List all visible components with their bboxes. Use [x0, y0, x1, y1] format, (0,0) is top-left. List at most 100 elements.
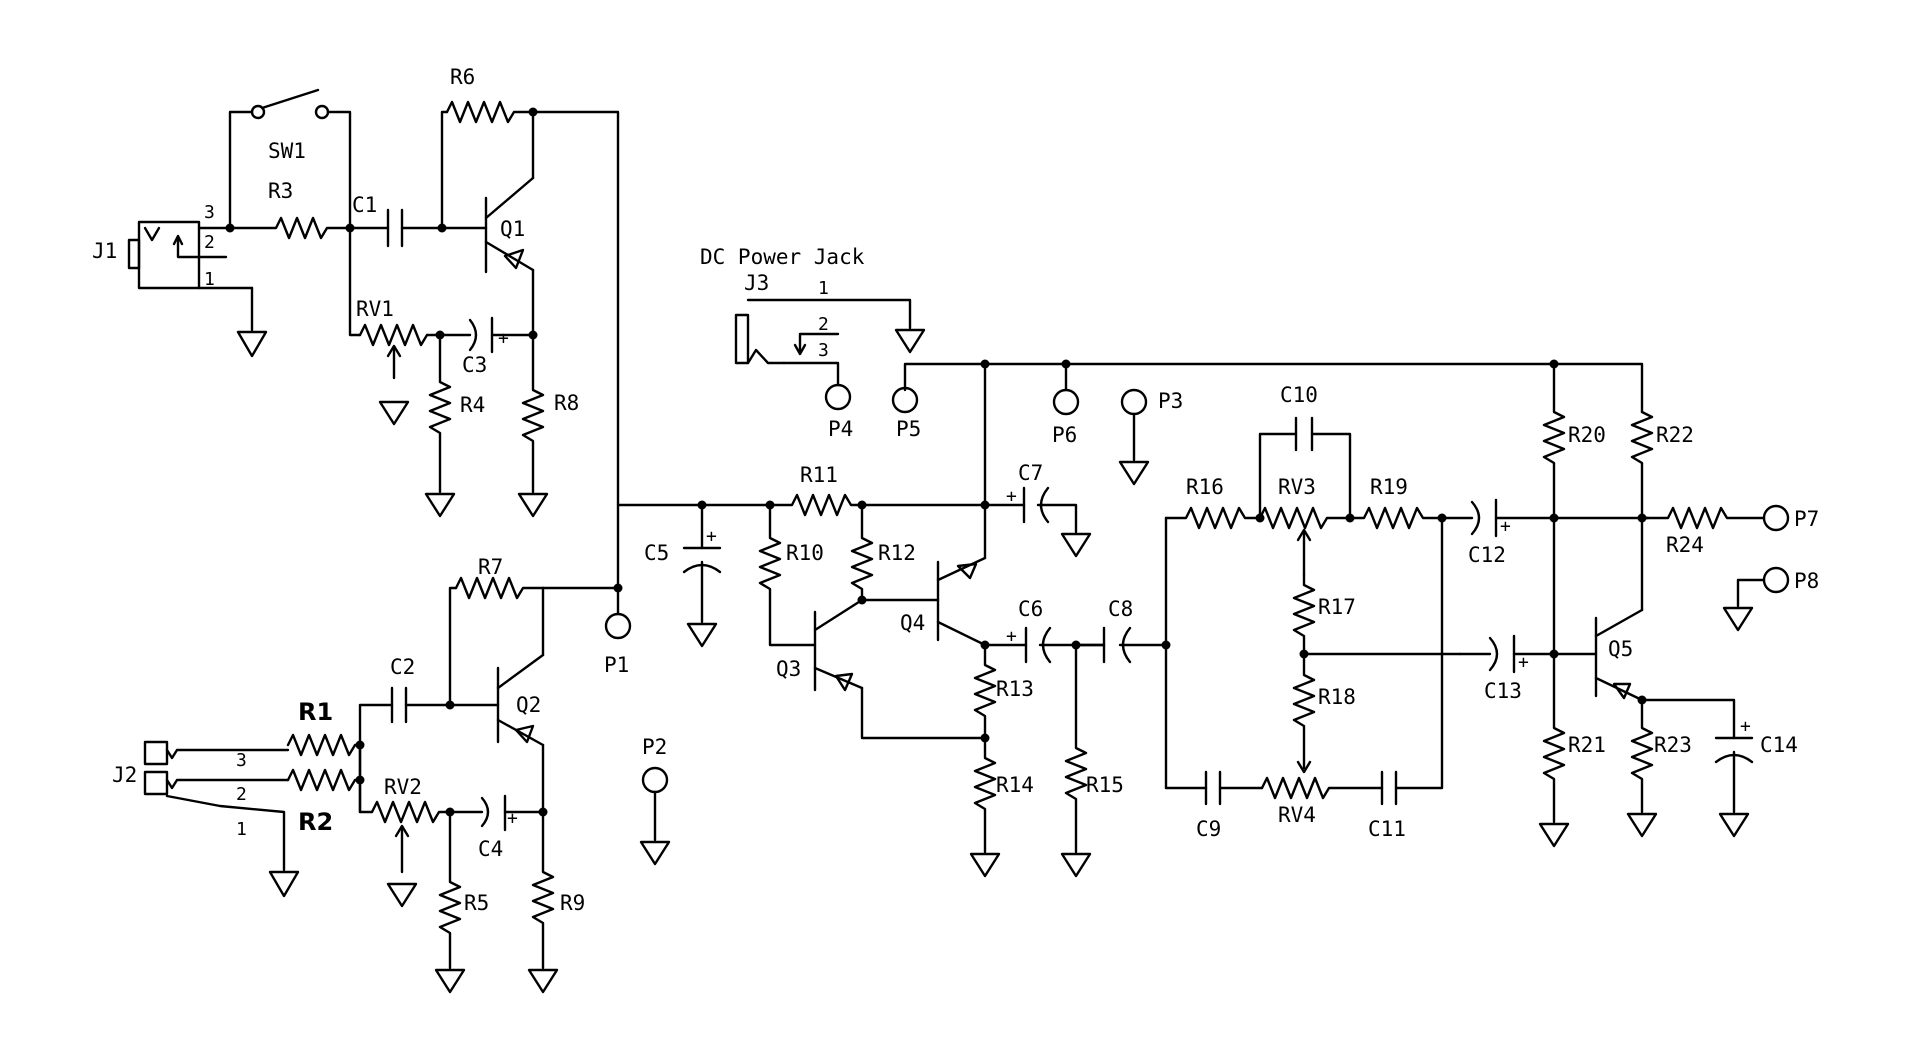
potentiometer-rv2 — [358, 743, 452, 908]
label-r5: R5 — [464, 891, 489, 915]
potentiometer-rv4 — [1260, 776, 1384, 800]
junction-dot — [1549, 359, 1559, 369]
ground-r14 — [969, 852, 1001, 878]
jack-j1 — [127, 220, 268, 358]
junction-dot — [980, 500, 990, 510]
ground-r4 — [424, 492, 456, 518]
junction-dots — [225, 107, 1647, 817]
capacitor-c10 — [1258, 416, 1352, 520]
label-c9: C9 — [1196, 817, 1221, 841]
resistor-r18 — [1292, 652, 1316, 770]
junction-dot — [613, 583, 623, 593]
junction-dot — [857, 500, 867, 510]
rv4-wiper — [1296, 760, 1312, 774]
resistor-r6 — [440, 100, 620, 590]
junction-dot — [1161, 640, 1171, 650]
label-rv4: RV4 — [1278, 803, 1316, 827]
resistor-r8 — [521, 333, 545, 494]
capacitor-c2 — [358, 686, 500, 814]
label-r24: R24 — [1666, 533, 1704, 557]
junction-dot — [445, 807, 455, 817]
label-c11: C11 — [1368, 817, 1406, 841]
resistor-r10 — [758, 503, 817, 647]
label-rv1: RV1 — [356, 297, 394, 321]
transistor-q5 — [1594, 608, 1644, 702]
label-r19: R19 — [1370, 475, 1408, 499]
junction-dot — [1549, 649, 1559, 659]
junction-dot — [355, 740, 365, 750]
junction-dot — [697, 500, 707, 510]
label-r4: R4 — [460, 393, 485, 417]
label-r12: R12 — [878, 541, 916, 565]
capacitor-c9 — [1164, 770, 1264, 806]
c7-plus: + — [1006, 486, 1017, 507]
capacitor-c3 — [438, 316, 535, 354]
junction-dot — [857, 595, 867, 605]
test-point-p2 — [639, 766, 671, 866]
jack-j2 — [143, 740, 300, 898]
label-q4: Q4 — [900, 611, 925, 635]
c14-plus: + — [1740, 716, 1751, 737]
j2-pin-3: 3 — [236, 750, 247, 771]
label-p5: P5 — [896, 417, 921, 441]
junction-dot — [765, 500, 775, 510]
capacitor-c11 — [1380, 516, 1444, 806]
junction-dot — [1061, 359, 1071, 369]
j3-pin-3: 3 — [818, 340, 829, 361]
junction-dot — [538, 807, 548, 817]
label-rv2: RV2 — [384, 775, 422, 799]
label-c1: C1 — [352, 193, 377, 217]
label-r13: R13 — [996, 677, 1034, 701]
dc-power-jack-j3 — [734, 298, 926, 411]
resistor-r4 — [428, 333, 452, 494]
label-c7: C7 — [1018, 461, 1043, 485]
supply-rail — [891, 362, 1644, 507]
label-sw1: SW1 — [268, 139, 306, 163]
junction-dot — [1299, 649, 1309, 659]
label-r3: R3 — [268, 179, 293, 203]
resistor-r21 — [1542, 652, 1566, 824]
resistor-r13 — [973, 643, 997, 740]
label-c8: C8 — [1108, 597, 1133, 621]
label-j2: J2 — [112, 763, 137, 787]
capacitor-c8 — [1074, 626, 1168, 664]
potentiometer-rv1 — [348, 226, 442, 426]
resistor-r20 — [1542, 362, 1566, 656]
label-rv3: RV3 — [1278, 475, 1316, 499]
label-r16: R16 — [1186, 475, 1224, 499]
label-r17: R17 — [1318, 595, 1356, 619]
junction-dot — [445, 700, 455, 710]
capacitor-c12 — [1440, 498, 1650, 538]
resistor-r14 — [973, 736, 997, 854]
transistor-q2 — [496, 586, 545, 814]
label-c3: C3 — [462, 353, 487, 377]
j1-pin-1: 1 — [204, 269, 215, 290]
j1-pin-3: 3 — [204, 202, 215, 223]
label-p2: P2 — [642, 735, 667, 759]
junction-dot — [980, 640, 990, 650]
resistor-r17 — [1292, 573, 1316, 656]
transistor-q1 — [484, 108, 535, 337]
junction-dot — [980, 733, 990, 743]
label-r15: R15 — [1086, 773, 1124, 797]
ground-r5 — [434, 968, 466, 994]
capacitor-c5 — [682, 503, 722, 648]
junction-dot — [1437, 513, 1447, 523]
label-r20: R20 — [1568, 423, 1606, 447]
label-r2: R2 — [298, 808, 333, 836]
junction-dot — [528, 107, 538, 117]
label-c12: C12 — [1468, 543, 1506, 567]
label-r22: R22 — [1656, 423, 1694, 447]
label-r11: R11 — [800, 463, 838, 487]
junction-dot — [1255, 513, 1265, 523]
resistor-r22 — [1630, 410, 1654, 612]
c12-plus: + — [1500, 516, 1511, 537]
resistor-r11 — [768, 493, 987, 517]
label-q2: Q2 — [516, 693, 541, 717]
label-r8: R8 — [554, 391, 579, 415]
label-c14: C14 — [1760, 733, 1798, 757]
resistor-r7 — [448, 576, 620, 707]
resistor-r23 — [1630, 698, 1654, 814]
label-j3-title: DC Power Jack — [700, 245, 865, 269]
resistor-r24 — [1640, 506, 1766, 530]
